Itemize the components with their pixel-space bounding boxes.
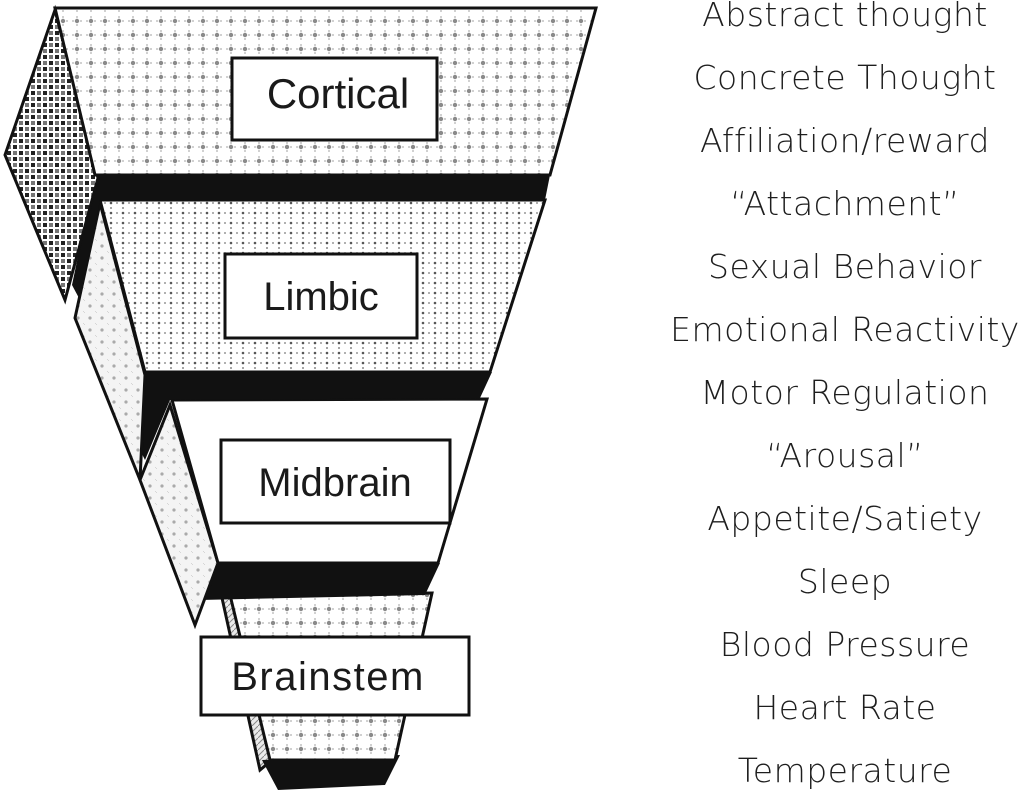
- function-attachment: “Attachment”: [730, 184, 960, 223]
- function-appetite-satiety: Appetite/Satiety: [707, 499, 983, 538]
- midbrain-bottom-band: [190, 563, 440, 628]
- function-arousal: “Arousal”: [766, 436, 924, 475]
- brainstem-label: Brainstem: [231, 655, 425, 699]
- function-sleep: Sleep: [797, 562, 893, 601]
- level-brainstem: Brainstem: [199, 591, 471, 790]
- function-blood-pressure: Blood Pressure: [719, 625, 971, 664]
- function-temperature: Temperature: [737, 751, 953, 790]
- function-abstract-thought: Abstract thought: [702, 0, 988, 34]
- brainstem-bottom-band: [262, 755, 400, 790]
- limbic-label: Limbic: [263, 275, 379, 319]
- cortical-label: Cortical: [267, 70, 409, 117]
- cortical-label-box: [230, 56, 439, 142]
- function-concrete-thought: Concrete Thought: [693, 58, 997, 97]
- limbic-label-box: [223, 252, 419, 340]
- function-heart-rate: Heart Rate: [753, 688, 937, 727]
- brainstem-label-box: [199, 635, 471, 717]
- midbrain-label-box: [219, 438, 452, 525]
- midbrain-label: Midbrain: [258, 461, 411, 505]
- function-affiliation-reward: Affiliation/reward: [700, 121, 990, 160]
- level-midbrain: Midbrain: [138, 397, 490, 630]
- function-motor-regulation: Motor Regulation: [700, 373, 990, 412]
- function-emotional-reactivity: Emotional Reactivity: [670, 310, 1020, 349]
- level-limbic: Limbic: [73, 198, 548, 481]
- function-sexual-behavior: Sexual Behavior: [708, 247, 982, 286]
- cortical-side-face: [3, 4, 100, 305]
- limbic-bottom-band: [135, 368, 492, 460]
- cortical-bottom-band: [72, 175, 550, 300]
- level-cortical: Cortical: [3, 4, 598, 305]
